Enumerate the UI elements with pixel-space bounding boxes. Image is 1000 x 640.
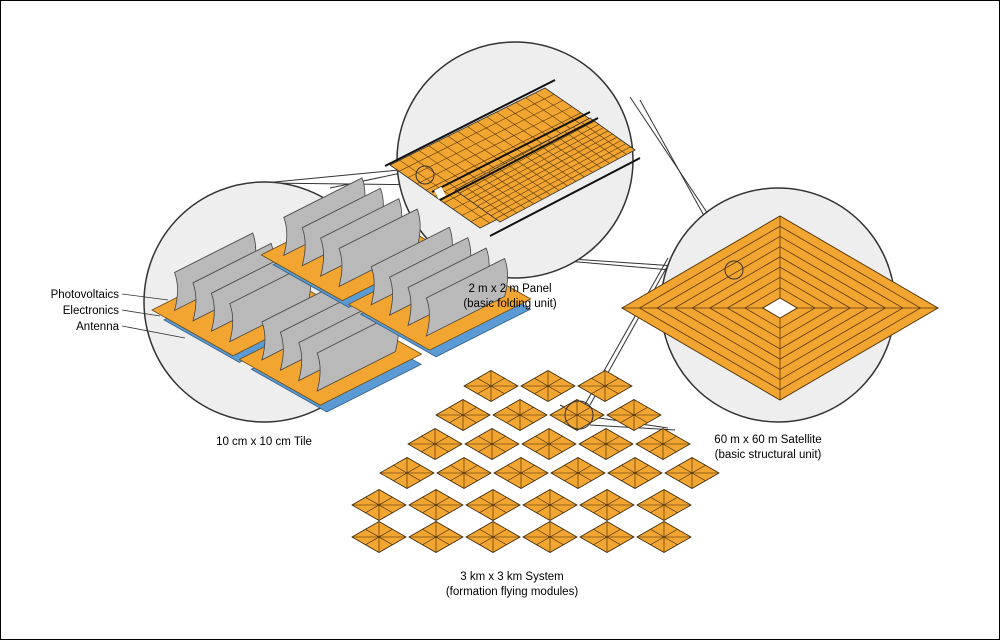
module-diagonal [593,528,621,546]
panel-grid-line [407,100,564,178]
module-diagonal [507,464,535,482]
fin-edge [283,177,363,218]
panel-grid-line [459,120,595,194]
panel-hinge-rod [431,111,591,193]
module-diagonal [563,406,591,424]
panel-grid-line [416,106,573,185]
satellite-source-marker [724,260,744,280]
panel-hinge-rod [489,157,641,237]
module-diagonal [621,464,649,482]
panel-grid-line [425,112,582,191]
panel-illustration [384,79,641,237]
tile-illustration [151,177,532,413]
layer-label-photovoltaics: Photovoltaics [51,289,120,301]
module-diagonal [449,406,477,424]
module-diagonal [592,435,620,453]
electronics-leader [121,309,161,317]
fin-edge [174,232,253,273]
system-caption-subtitle: (formation flying modules) [446,586,578,598]
module-diagonal [564,464,592,482]
module-diagonal [422,496,450,514]
fin-edge [302,187,381,229]
panel-grid-line [495,146,631,220]
satellite-illustration [621,215,939,401]
module-diagonal [479,528,507,546]
panel-grid-line [486,140,622,213]
system-caption-title: 3 km x 3 km System [460,571,564,583]
panel-source-marker [415,165,435,185]
module-diagonal [593,496,621,514]
system-array-illustration [351,370,720,553]
panel-caption-subtitle: (basic folding unit) [463,298,556,310]
system-source-marker [564,400,594,430]
panel-hinge-rod [439,117,599,201]
fin-edge [338,208,418,249]
module-diagonal [591,377,619,395]
module-diagonal [477,377,505,395]
photovoltaics-leader [121,293,169,301]
panel-grid-line [468,127,604,200]
satellite-center-hole [762,297,798,319]
module-diagonal [365,528,393,546]
module-diagonal [536,496,564,514]
fin-edge [192,243,272,284]
module-diagonal [422,528,450,546]
module-diagonal [650,496,678,514]
panel-grid-line [481,136,618,210]
module-diagonal [365,496,393,514]
module-diagonal [450,464,478,482]
module-diagonal [421,435,449,453]
fin-edge [371,226,450,268]
module-diagonal [536,528,564,546]
module-diagonal [534,377,562,395]
panel-gap [434,186,446,200]
satellite-caption-title: 60 m x 60 m Satellite [714,434,821,446]
fin-edge [407,247,487,288]
module-diagonal [650,528,678,546]
module-diagonal [535,435,563,453]
layer-label-antenna: Antenna [76,321,119,333]
panel-grid-line [490,143,627,216]
module-diagonal [678,464,706,482]
module-diagonal [478,435,506,453]
satellite-caption-subtitle: (basic structural unit) [715,449,822,461]
fin-edge [320,198,399,239]
panel-grid-line [398,93,555,172]
fin-edge [389,237,468,278]
module-diagonal [506,406,534,424]
panel-grid-line [472,130,609,204]
panel-hinge-rod [384,79,556,167]
module-diagonal [393,464,421,482]
module-diagonal [620,406,648,424]
tile-caption: 10 cm x 10 cm Tile [216,436,312,448]
connector-line [263,167,421,184]
module-diagonal [479,496,507,514]
module-diagonal [649,435,677,453]
panel-caption-title: 2 m x 2 m Panel [468,283,551,295]
layer-label-electronics: Electronics [63,305,119,317]
antenna-leader [121,325,186,339]
panel-grid-line [477,133,613,207]
fin-edge [426,258,505,299]
panel-grid-line [463,124,600,197]
